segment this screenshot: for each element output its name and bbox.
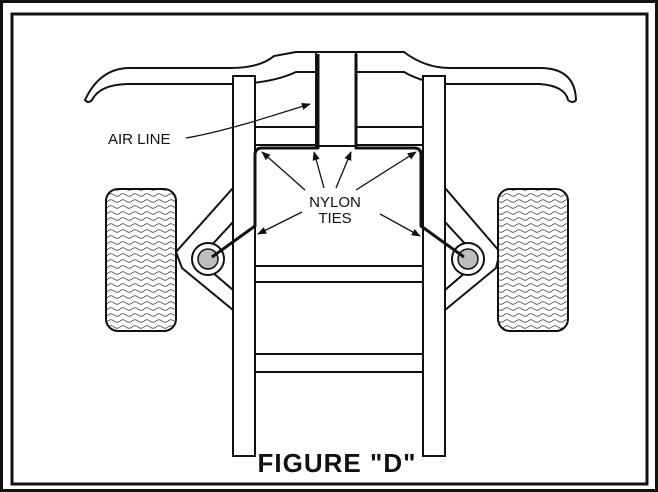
nylon-tie-arrow-3	[335, 151, 352, 189]
right-hub-inner	[457, 248, 479, 270]
inner-border	[10, 12, 649, 486]
nylon-label: NYLON	[309, 194, 361, 211]
right-frame-rail	[422, 75, 446, 457]
nylon-tie-arrow-4	[355, 151, 417, 191]
air-line-label: AIR LINE	[108, 131, 171, 148]
cross-member-3	[254, 353, 424, 373]
air-line-leader	[185, 102, 311, 139]
air-line-right-branch	[354, 54, 465, 259]
air-line-routing	[211, 54, 465, 259]
frame-rails	[232, 75, 446, 457]
center-beam	[315, 51, 357, 147]
figure-caption: FIGURE "D"	[258, 448, 417, 478]
wheel-hubs	[191, 242, 485, 276]
right-wheel	[497, 188, 569, 332]
nylon-tie-arrow-1	[261, 151, 306, 191]
wheels	[105, 188, 569, 332]
air-line-left-branch	[211, 54, 320, 259]
nylon-tie-arrow-6	[379, 213, 421, 237]
left-wheel	[105, 188, 177, 332]
nylon-tie-arrow-2	[312, 151, 325, 189]
left-hub-inner	[197, 248, 219, 270]
left-frame-rail	[232, 75, 256, 457]
nylon-tie-arrow-5	[257, 211, 303, 235]
cross-member-2	[254, 265, 424, 283]
ties-label: TIES	[318, 210, 351, 227]
callout-arrows	[185, 102, 421, 237]
